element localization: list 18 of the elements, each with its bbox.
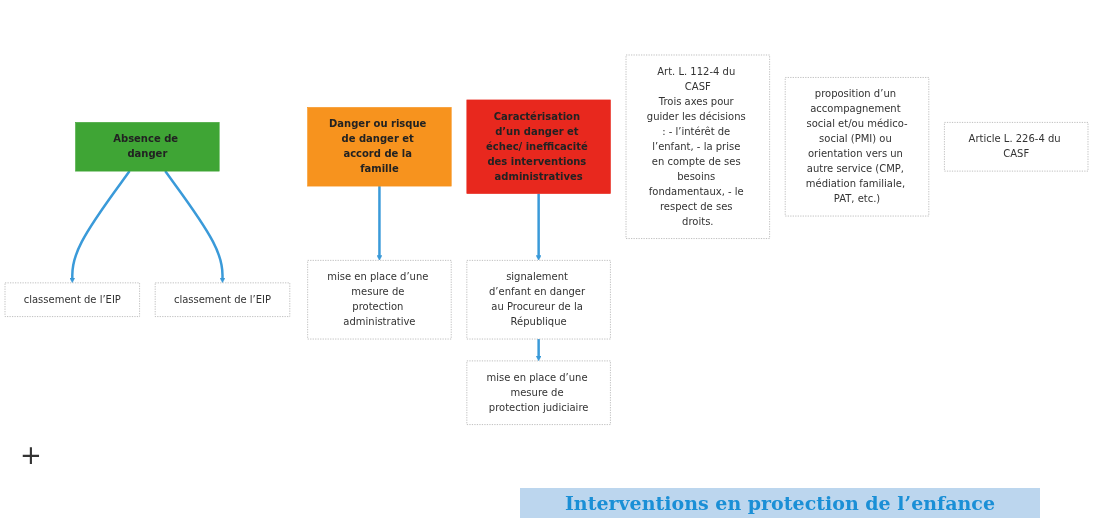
node-box: mise en place d’une mesure de protection judiciaire (466, 360, 611, 426)
node-box: Art. L. 112-4 du CASF Trois axes pour guider les décisions : - l’intérêt de l’enfant, - la prise en compte de ses besoins fondamentaux, - le respect de ses droits. (625, 54, 770, 240)
node-box: classement de l’EIP (154, 282, 291, 318)
caption-banner: Interventions en protection de l’enfance (520, 488, 1040, 518)
arrow (69, 170, 131, 284)
arrow (164, 170, 226, 284)
plus-sign: + (20, 440, 42, 470)
node-box: Article L. 226-4 du CASF (944, 122, 1089, 172)
arrow (535, 339, 542, 362)
node-box: Danger ou risque de danger et accord de la famille (307, 107, 452, 187)
node-box: proposition d’un accompagnement social et/ou médico-social (PMI) ou orientation vers un autre service (CMP, médiation familiale, PAT, etc.) (784, 77, 930, 217)
node-box: Absence de danger (75, 122, 220, 172)
node-box: Caractérisation d’un danger et échec/ inefficacité des interventions administratives (466, 99, 611, 195)
arrow (376, 186, 383, 261)
arrow (535, 193, 542, 261)
node-box: classement de l’EIP (4, 282, 140, 318)
node-box: mise en place d’une mesure de protection administrative (307, 260, 452, 340)
node-box: signalement d’enfant en danger au Procureur de la République (466, 260, 611, 340)
